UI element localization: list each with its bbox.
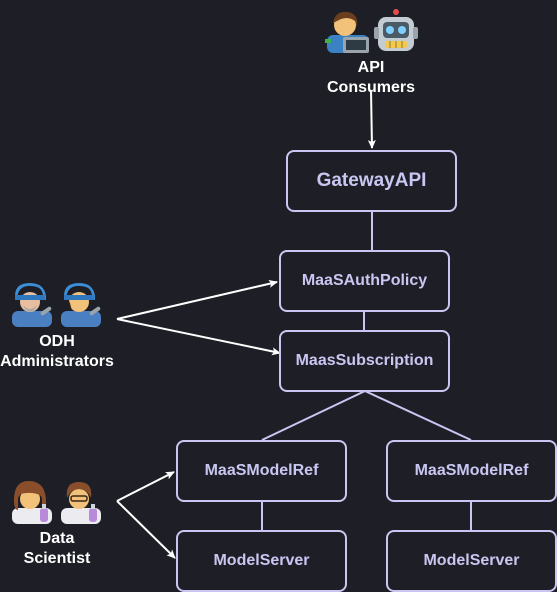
scientist-icon: [12, 480, 52, 524]
edge-admins-to-authpolicy: [116, 279, 278, 320]
api-consumers-label: API Consumers: [316, 58, 426, 98]
model-server-left-node-label: ModelServer: [213, 552, 310, 569]
maas-subscription-node-label: MaasSubscription: [295, 352, 434, 369]
maas-model-ref-left-node: MaaSModelRef: [176, 440, 347, 502]
mechanic-icon: [61, 283, 101, 327]
maas-model-ref-right-node: MaaSModelRef: [386, 440, 557, 502]
gateway-api-node-label: GatewayAPI: [316, 170, 427, 191]
maas-subscription-node: MaasSubscription: [279, 330, 450, 392]
model-server-left-node: ModelServer: [176, 530, 347, 592]
data-scientist-label-line1: Data: [39, 530, 75, 547]
data-scientist-label: Data Scientist: [6, 529, 108, 569]
api-consumers-label-line2: Consumers: [326, 79, 416, 96]
maas-model-ref-left-node-label: MaaSModelRef: [204, 462, 319, 479]
maas-auth-policy-node-label: MaaSAuthPolicy: [301, 272, 428, 289]
edge-subscription-to-modelref-left: [261, 390, 366, 441]
odh-administrators-label-line1: ODH: [39, 333, 75, 350]
gateway-api-node: GatewayAPI: [286, 150, 457, 212]
edge-scientist-to-modelref: [116, 471, 175, 502]
mechanic-icon: [12, 283, 52, 327]
edge-scientist-to-modelserver: [116, 500, 176, 559]
api-consumers-label-line1: API: [357, 59, 385, 76]
model-server-right-node: ModelServer: [386, 530, 557, 592]
odh-administrators-label-line2: Administrators: [0, 353, 114, 370]
model-server-right-node-label: ModelServer: [423, 552, 520, 569]
scientist-icon: [61, 482, 101, 524]
odh-administrators-label: ODH Administrators: [0, 332, 114, 372]
data-scientist-label-line2: Scientist: [23, 550, 91, 567]
edge-subscription-to-modelref-right: [364, 390, 472, 441]
maas-model-ref-right-node-label: MaaSModelRef: [414, 462, 529, 479]
edge-api-consumers-to-gateway: [367, 89, 376, 149]
maas-auth-policy-node: MaaSAuthPolicy: [279, 250, 450, 312]
edge-admins-to-subscription: [116, 318, 281, 356]
technologist-icon: [325, 11, 369, 53]
robot-icon: [374, 9, 418, 51]
